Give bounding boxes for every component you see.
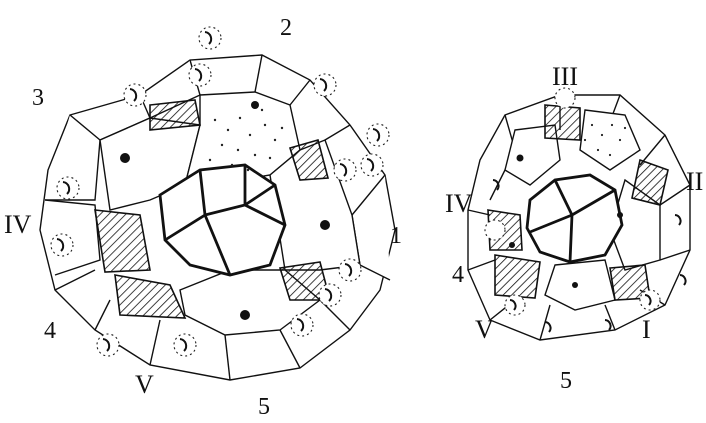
right-nucleus — [572, 282, 578, 288]
left-label-2: 2 — [280, 15, 292, 41]
right-embryo: III II IV 4 V I 5 — [445, 62, 703, 394]
right-crescent — [680, 275, 686, 285]
right-label-5: 5 — [560, 368, 572, 394]
right-label-V: V — [475, 315, 494, 344]
right-label-III: III — [552, 62, 578, 91]
right-nucleus — [509, 242, 515, 248]
left-label-1: 1 — [390, 223, 402, 249]
right-label-4: 4 — [452, 262, 464, 288]
left-hatched-cell — [150, 100, 200, 130]
left-nucleus — [120, 153, 130, 163]
left-label-4: 4 — [44, 318, 56, 344]
right-label-I: I — [642, 315, 651, 344]
right-hatched-cell — [495, 255, 540, 298]
left-label-IV: IV — [4, 210, 32, 239]
right-label-IV: IV — [445, 189, 473, 218]
left-nucleus — [240, 310, 250, 320]
right-nucleus — [517, 155, 524, 162]
left-label-V: V — [135, 370, 154, 399]
right-label-II: II — [686, 167, 703, 196]
right-nucleus — [617, 212, 623, 218]
right-hatched-cell — [545, 105, 580, 140]
left-label-3: 3 — [32, 85, 44, 111]
left-nucleus — [251, 101, 259, 109]
left-nucleus — [320, 220, 330, 230]
left-label-5: 5 — [258, 394, 270, 420]
left-embryo: 2 3 1 IV 4 V 5 — [4, 15, 402, 420]
